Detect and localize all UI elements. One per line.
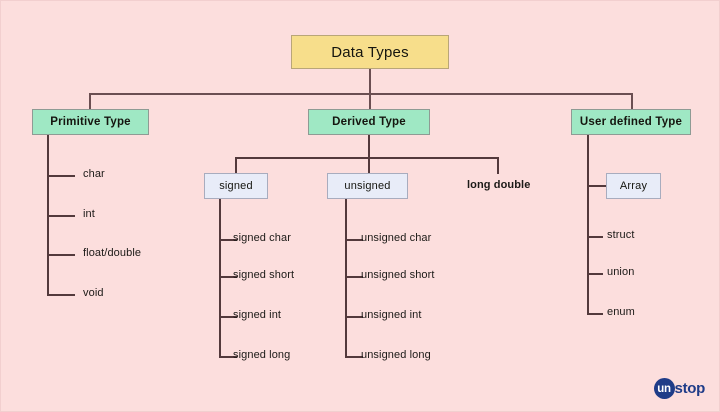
leaf-long-double[interactable]: long double <box>467 179 531 191</box>
leaf-signed-short[interactable]: signed short <box>233 269 295 281</box>
connector-userdefined-trunk <box>587 135 589 315</box>
connector-union <box>587 273 603 275</box>
unstop-logo-word: stop <box>674 380 706 397</box>
leaf-unsigned-char[interactable]: unsigned char <box>361 232 432 244</box>
connector-signed-trunk <box>219 199 221 357</box>
connector-struct <box>587 236 603 238</box>
unstop-logo: un stop <box>653 378 706 399</box>
connector-signed-long <box>219 356 237 358</box>
leaf-unsigned-short[interactable]: unsigned short <box>361 269 435 281</box>
connector-signed-int <box>219 316 237 318</box>
leaf-enum[interactable]: enum <box>607 306 635 318</box>
node-array[interactable]: Array <box>606 173 661 199</box>
connector-unsigned-short <box>345 276 363 278</box>
connector-root-stem <box>369 69 371 93</box>
node-primitive-type[interactable]: Primitive Type <box>32 109 149 135</box>
node-unsigned[interactable]: unsigned <box>327 173 408 199</box>
connector-primitive-void <box>47 294 75 296</box>
leaf-struct[interactable]: struct <box>607 229 635 241</box>
leaf-signed-char[interactable]: signed char <box>233 232 291 244</box>
connector-enum <box>587 313 603 315</box>
connector-unsigned-char <box>345 239 363 241</box>
connector-drop-derived <box>369 93 371 110</box>
connector-drop-unsigned <box>368 157 370 174</box>
connector-drop-userdefined <box>631 93 633 110</box>
leaf-float-double[interactable]: float/double <box>83 247 142 259</box>
connector-drop-signed <box>235 157 237 174</box>
connector-array <box>587 185 607 187</box>
leaf-void[interactable]: void <box>83 287 104 299</box>
leaf-char[interactable]: char <box>83 168 105 180</box>
connector-derived-stem <box>368 135 370 158</box>
connector-derived-bus <box>235 157 499 159</box>
node-derived-type[interactable]: Derived Type <box>308 109 430 135</box>
connector-drop-primitive <box>89 93 91 110</box>
leaf-signed-int[interactable]: signed int <box>233 309 282 321</box>
connector-unsigned-int <box>345 316 363 318</box>
connector-unsigned-long <box>345 356 363 358</box>
leaf-unsigned-long[interactable]: unsigned long <box>361 349 431 361</box>
leaf-union[interactable]: union <box>607 266 635 278</box>
connector-signed-char <box>219 239 237 241</box>
leaf-int[interactable]: int <box>83 208 95 220</box>
connector-level2-bus <box>89 93 633 95</box>
connector-unsigned-trunk <box>345 199 347 357</box>
node-data-types[interactable]: Data Types <box>291 35 449 69</box>
node-signed[interactable]: signed <box>204 173 268 199</box>
connector-drop-long-double <box>497 157 499 174</box>
unstop-logo-mark-icon: un <box>653 378 675 399</box>
connector-primitive-char <box>47 175 75 177</box>
leaf-signed-long[interactable]: signed long <box>233 349 291 361</box>
connector-signed-short <box>219 276 237 278</box>
node-user-defined-type[interactable]: User defined Type <box>571 109 691 135</box>
connector-primitive-float <box>47 254 75 256</box>
connector-primitive-int <box>47 215 75 217</box>
leaf-unsigned-int[interactable]: unsigned int <box>361 309 422 321</box>
